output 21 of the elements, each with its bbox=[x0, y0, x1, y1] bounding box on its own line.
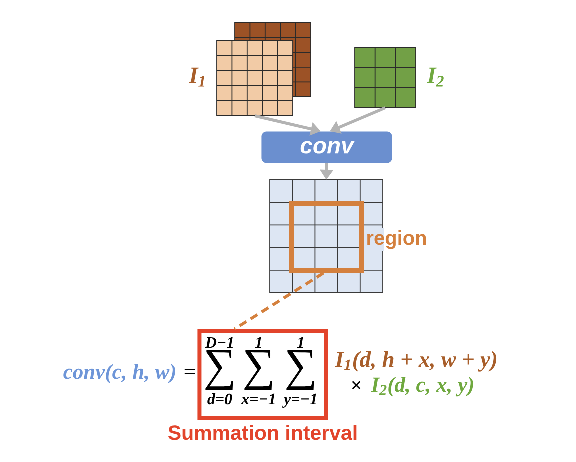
grid-stack bbox=[216, 22, 312, 116]
lower-limit: x=−1 bbox=[241, 394, 275, 404]
times-sign: × bbox=[352, 381, 361, 390]
sum-sign: ∑ bbox=[244, 350, 272, 390]
dashed-connector bbox=[234, 272, 324, 331]
sum-sign: ∑ bbox=[286, 350, 314, 390]
sum-sign: ∑ bbox=[206, 350, 234, 390]
variable-label: I$_{2}$ bbox=[427, 68, 444, 87]
variable-label: I$_{1}$ bbox=[189, 68, 205, 87]
process-box: conv bbox=[262, 132, 392, 164]
lower-limit: d=0 bbox=[208, 393, 232, 405]
upper-limit: 1 bbox=[297, 337, 304, 348]
side-label: region bbox=[364, 228, 426, 251]
upper-limit: D−1 bbox=[205, 337, 233, 348]
box-label: Summation interval bbox=[168, 425, 357, 440]
grid bbox=[354, 48, 416, 108]
formula-text: conv(c, h, w) bbox=[64, 364, 176, 384]
highlight-box bbox=[289, 201, 364, 274]
upper-limit: 1 bbox=[255, 337, 262, 348]
formula-text: I$_{2}$(d, c, x, y) bbox=[371, 377, 474, 397]
lower-limit: y=−1 bbox=[282, 394, 316, 408]
